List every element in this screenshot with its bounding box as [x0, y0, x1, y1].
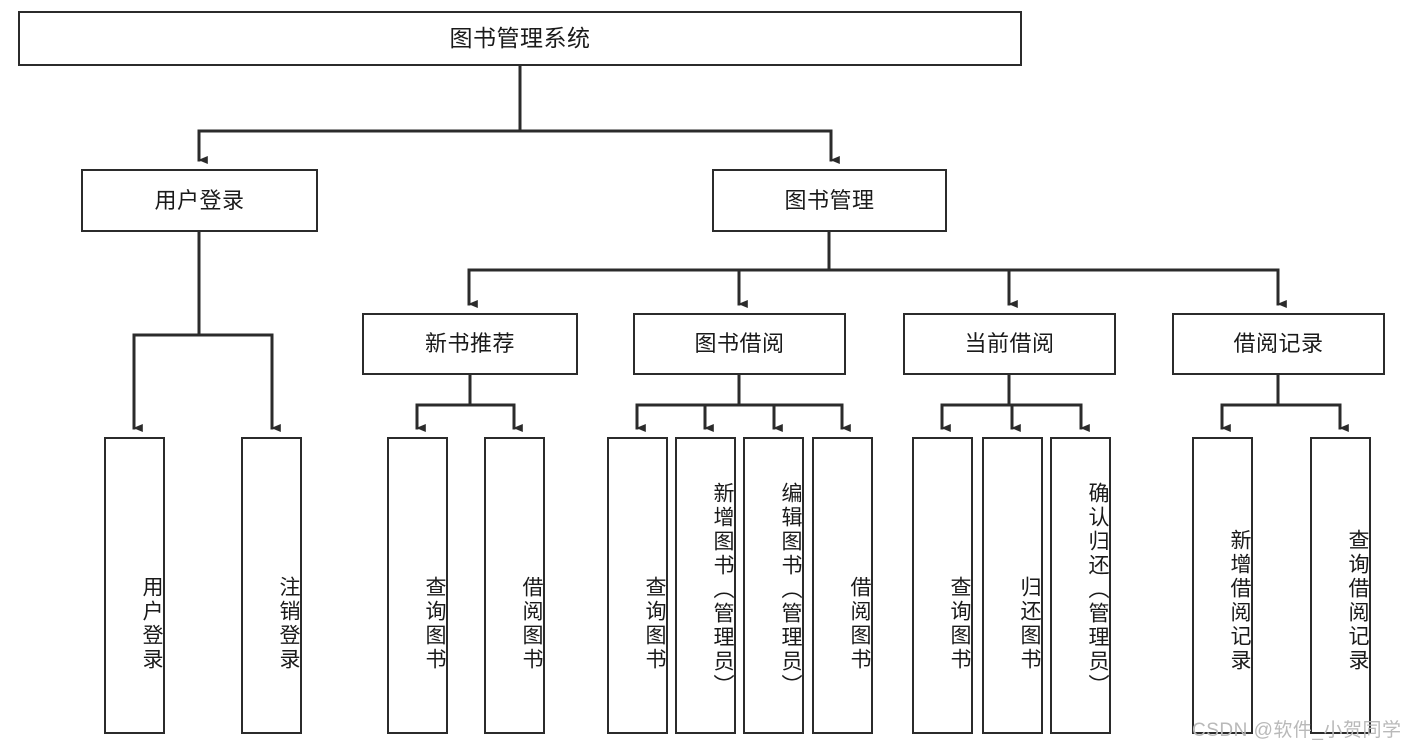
node-leaf-user-login[interactable]: 用户登录	[104, 437, 165, 734]
node-new-book-recommend[interactable]: 新书推荐	[362, 313, 578, 375]
node-label: 借阅记录	[1233, 331, 1324, 357]
node-label: 新增图书（管理员）	[711, 481, 734, 698]
node-leaf-edit-book[interactable]: 编辑图书（管理员）	[743, 437, 804, 734]
csdn-watermark: CSDN @软件_小贺同学	[1192, 720, 1402, 741]
node-leaf-query-book-1[interactable]: 查询图书	[387, 437, 448, 734]
node-label: 查询图书	[643, 575, 666, 672]
node-leaf-borrow-book-1[interactable]: 借阅图书	[484, 437, 545, 734]
node-current-borrow[interactable]: 当前借阅	[903, 313, 1116, 375]
node-label: 当前借阅	[964, 331, 1055, 357]
node-label: 借阅图书	[520, 575, 543, 672]
node-label: 确认归还（管理员）	[1086, 481, 1109, 698]
node-leaf-return-book[interactable]: 归还图书	[982, 437, 1043, 734]
node-leaf-query-book-3[interactable]: 查询图书	[912, 437, 973, 734]
node-leaf-logout[interactable]: 注销登录	[241, 437, 302, 734]
node-leaf-borrow-book-2[interactable]: 借阅图书	[812, 437, 873, 734]
node-book-borrow[interactable]: 图书借阅	[633, 313, 846, 375]
node-label: 图书管理系统	[449, 24, 591, 51]
node-label: 归还图书	[1018, 575, 1041, 672]
node-borrow-record[interactable]: 借阅记录	[1172, 313, 1385, 375]
node-book-manage[interactable]: 图书管理	[712, 169, 947, 232]
node-label: 注销登录	[277, 575, 300, 672]
node-label: 新增借阅记录	[1228, 528, 1251, 673]
node-label: 查询图书	[423, 575, 446, 672]
node-label: 用户登录	[154, 187, 245, 213]
node-label: 查询图书	[948, 575, 971, 672]
node-leaf-query-book-2[interactable]: 查询图书	[607, 437, 668, 734]
node-leaf-add-record[interactable]: 新增借阅记录	[1192, 437, 1253, 734]
node-label: 用户登录	[140, 575, 163, 672]
node-root-system[interactable]: 图书管理系统	[18, 11, 1022, 66]
node-leaf-add-book[interactable]: 新增图书（管理员）	[675, 437, 736, 734]
node-label: 图书借阅	[694, 331, 785, 357]
node-leaf-query-record[interactable]: 查询借阅记录	[1310, 437, 1371, 734]
node-label: 图书管理	[784, 187, 875, 213]
node-user-login[interactable]: 用户登录	[81, 169, 318, 232]
node-label: 借阅图书	[848, 575, 871, 672]
node-label: 新书推荐	[424, 331, 515, 357]
node-label: 编辑图书（管理员）	[779, 481, 802, 698]
node-label: 查询借阅记录	[1346, 528, 1369, 673]
node-leaf-confirm-return[interactable]: 确认归还（管理员）	[1050, 437, 1111, 734]
